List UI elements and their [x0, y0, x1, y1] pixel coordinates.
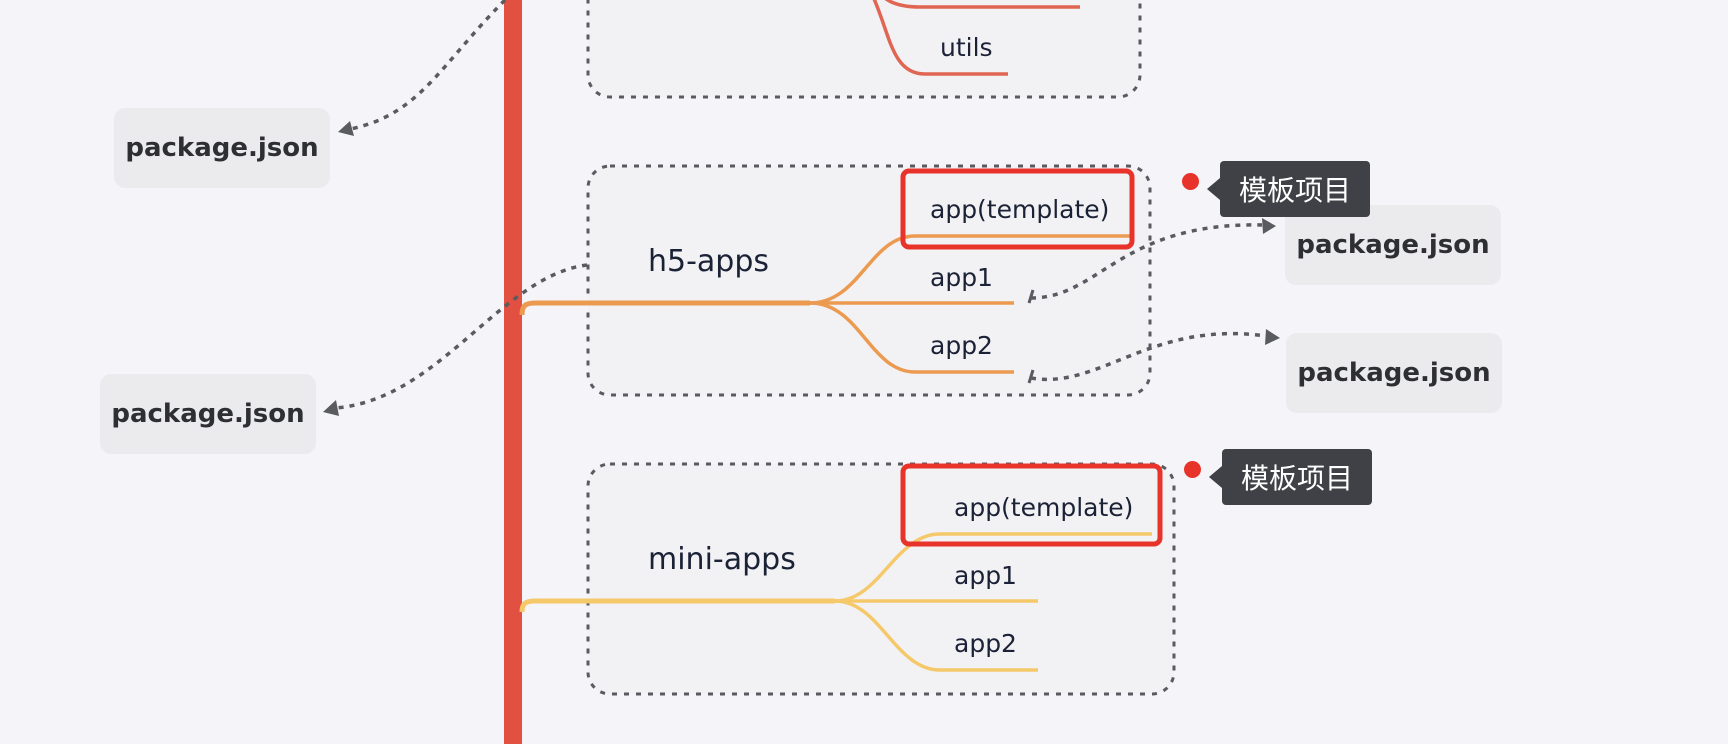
mini-group-frame[interactable] — [586, 462, 1176, 696]
relation-arrowhead — [1262, 218, 1276, 234]
h5-app1-package-json-box[interactable]: package.json — [1285, 205, 1501, 285]
mini-branch-app2 — [834, 599, 1038, 672]
h5-group-frame[interactable] — [586, 164, 1152, 397]
file-label: package.json — [1297, 358, 1491, 388]
relation-start-tick — [1027, 289, 1035, 304]
h5-package-json-box[interactable]: package.json — [100, 374, 316, 454]
mini-template-node[interactable]: app(template) — [954, 493, 1134, 522]
h5-template-note-marker[interactable] — [1182, 173, 1199, 190]
mini-template-highlight — [900, 463, 1163, 547]
utils-branch-line — [872, 0, 1008, 76]
h5-app2-node[interactable]: app2 — [930, 331, 993, 360]
h5-branch-app2 — [809, 301, 1014, 374]
root-package-json-box[interactable]: package.json — [114, 108, 330, 188]
h5-template-node[interactable]: app(template) — [930, 195, 1110, 224]
h5-apps-node[interactable]: h5-apps — [648, 244, 770, 279]
note-text: 模板项目 — [1239, 174, 1352, 207]
main-trunk-line — [504, 0, 522, 744]
file-label: package.json — [125, 133, 319, 163]
relation-top-to-root-package[interactable] — [349, 0, 507, 131]
h5-app1-node[interactable]: app1 — [930, 263, 993, 292]
mini-branch-template — [834, 532, 1152, 603]
relation-h5-to-package[interactable] — [334, 263, 588, 410]
mini-app2-node[interactable]: app2 — [954, 629, 1017, 658]
relation-start-tick — [1027, 369, 1035, 384]
mini-template-note: 模板项目 — [1208, 449, 1373, 505]
utils-node[interactable]: utils — [940, 33, 993, 62]
top-group-branch-upper — [884, 0, 1080, 9]
relation-h5-app1-to-package[interactable] — [1030, 223, 1263, 300]
relation-arrowhead — [338, 121, 354, 136]
mini-template-note-marker[interactable] — [1184, 461, 1201, 478]
note-text: 模板项目 — [1241, 462, 1354, 495]
h5-branch-template — [809, 234, 1130, 305]
top-group-frame[interactable] — [586, 0, 1142, 99]
relation-h5-app2-to-package[interactable] — [1030, 331, 1267, 382]
mini-apps-node[interactable]: mini-apps — [648, 542, 796, 577]
file-label: package.json — [111, 399, 305, 429]
file-label: package.json — [1296, 230, 1490, 260]
relation-arrowhead — [323, 400, 339, 416]
mini-app1-node[interactable]: app1 — [954, 561, 1017, 590]
mini-trunk-connector — [519, 598, 835, 613]
relation-arrowhead — [1265, 329, 1280, 345]
h5-trunk-connector — [519, 300, 810, 316]
h5-template-note: 模板项目 — [1206, 161, 1371, 217]
h5-template-highlight — [900, 168, 1135, 250]
h5-app2-package-json-box[interactable]: package.json — [1286, 333, 1502, 413]
